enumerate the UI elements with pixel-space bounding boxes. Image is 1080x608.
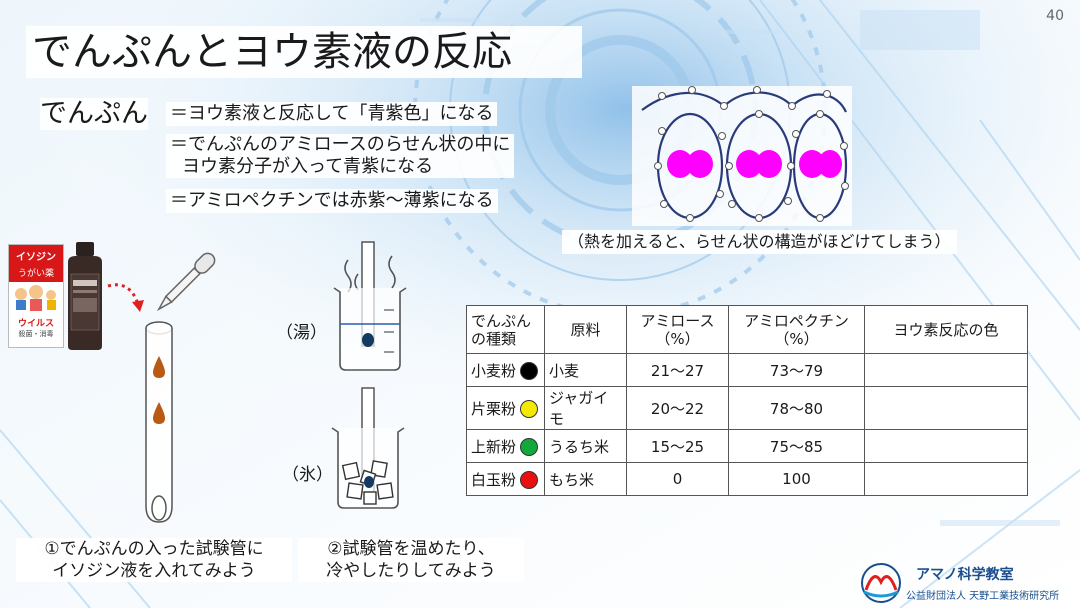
step-2-caption: ②試験管を温めたり、 冷やしたりしてみよう [298, 538, 524, 582]
step-1-line-2: イソジン液を入れてみよう [52, 561, 256, 581]
header-starch-type-line-2: の種類 [471, 329, 517, 348]
amylose-cell: 20～22 [626, 386, 729, 430]
source-cell: うるち米 [544, 429, 627, 463]
iodine-color-cell [864, 353, 1028, 387]
isodine-box: イソジン うがい薬 ウイルス 殺菌・消毒 [8, 244, 64, 348]
source-cell: もち米 [544, 462, 627, 496]
ice-water-beaker-icon [331, 387, 405, 509]
page-number: 40 [1046, 8, 1064, 24]
table-row: 白玉粉 もち米 0 100 [466, 462, 1028, 496]
amylopectin-cell: 75～85 [728, 429, 865, 463]
source-cell: 小麦 [544, 353, 627, 387]
iodine-molecules [667, 150, 842, 178]
step-2-line-1: ②試験管を温めたり、 [327, 539, 495, 559]
header-amylose-line-1: アミロース [640, 311, 715, 330]
definition-line-2a: ＝でんぷんのアミロースのらせん状の中に [170, 134, 511, 155]
definition-line-2b: ヨウ素分子が入って青紫になる [182, 156, 434, 177]
isodine-box-tag: ウイルス [17, 319, 54, 329]
page-title: でんぷんとヨウ素液の反応 [26, 26, 582, 78]
starch-color-dot-icon [520, 362, 539, 380]
pour-arrow-icon [107, 283, 144, 312]
starch-type-cell: 白玉粉 [466, 462, 545, 496]
isodine-box-brand: イソジン [9, 245, 63, 266]
header-iodine-color: ヨウ素反応の色 [864, 305, 1028, 354]
table-row: 上新粉 うるち米 15～25 75～85 [466, 429, 1028, 463]
starch-type-cell: 片栗粉 [466, 386, 545, 430]
header-starch-type-line-1: でんぷん [471, 311, 532, 330]
helix-caption: （熱を加えると、らせん状の構造がほどけてしまう） [562, 230, 957, 254]
amylose-helix-diagram [632, 86, 852, 226]
iodine-color-cell [864, 462, 1028, 496]
header-amylopectin: アミロペクチン （%） [728, 305, 865, 354]
isodine-box-sub: 殺菌・消毒 [18, 330, 54, 338]
amylopectin-cell: 100 [728, 462, 865, 496]
logo-organization: 公益財団法人 天野工業技術研究所 [906, 591, 1060, 602]
amylopectin-cell: 78～80 [728, 386, 865, 430]
step-1-caption: ①でんぷんの入った試験管に イソジン液を入れてみよう [16, 538, 292, 582]
step-2-line-2: 冷やしたりしてみよう [326, 561, 496, 581]
table-header-row: でんぷん の種類 原料 アミロース （%） アミロペクチン （%） ヨウ素反応の… [466, 305, 1028, 354]
starch-type-label: 片栗粉 [471, 399, 517, 418]
isodine-box-product: うがい薬 [9, 266, 63, 282]
hot-water-beaker-icon [333, 241, 407, 371]
starch-color-dot-icon [520, 400, 539, 418]
definition-term: でんぷん [40, 98, 148, 130]
definition-line-1: ＝ヨウ素液と反応して「青紫色」になる [166, 102, 498, 126]
amylopectin-cell: 73～79 [728, 353, 865, 387]
table-row: 片栗粉 ジャガイモ 20～22 78～80 [466, 386, 1028, 430]
definition-line-3: ＝アミロペクチンでは赤紫～薄紫になる [166, 189, 498, 213]
definition-line-2: ＝でんぷんのアミロースのらせん状の中に ヨウ素分子が入って青紫になる [166, 134, 515, 178]
header-amylopectin-line-2: （%） [774, 329, 819, 348]
amylose-cell: 15～25 [626, 429, 729, 463]
dropper-icon [156, 252, 216, 312]
amano-logo-icon [861, 563, 901, 603]
hot-water-label: （湯） [276, 323, 327, 343]
starch-type-cell: 上新粉 [466, 429, 545, 463]
header-starch-type: でんぷん の種類 [466, 305, 545, 354]
logo-name: アマノ科学教室 [916, 567, 1014, 583]
ice-water-label: （氷） [282, 465, 333, 485]
starch-color-dot-icon [520, 471, 539, 489]
amylose-cell: 0 [626, 462, 729, 496]
iodine-color-cell [864, 429, 1028, 463]
glucose-units [654, 86, 849, 222]
starch-type-label: 上新粉 [471, 437, 517, 456]
starch-composition-table: でんぷん の種類 原料 アミロース （%） アミロペクチン （%） ヨウ素反応の… [466, 305, 1028, 496]
source-cell: ジャガイモ [544, 386, 627, 430]
starch-color-dot-icon [520, 438, 539, 456]
header-amylopectin-line-1: アミロペクチン [744, 311, 849, 330]
table-row: 小麦粉 小麦 21～27 73～79 [466, 353, 1028, 387]
header-source: 原料 [544, 305, 627, 354]
amylose-cell: 21～27 [626, 353, 729, 387]
header-amylose-line-2: （%） [655, 329, 700, 348]
starch-type-label: 白玉粉 [471, 470, 517, 489]
iodine-color-cell [864, 386, 1028, 430]
test-tube-icon [145, 321, 173, 523]
family-illustration-icon [15, 285, 56, 311]
step-1-line-1: ①でんぷんの入った試験管に [44, 539, 264, 559]
isodine-bottle-icon [68, 242, 102, 350]
iodine-drops [153, 356, 165, 424]
starch-type-cell: 小麦粉 [466, 353, 545, 387]
header-amylose: アミロース （%） [626, 305, 729, 354]
starch-type-label: 小麦粉 [471, 361, 517, 380]
